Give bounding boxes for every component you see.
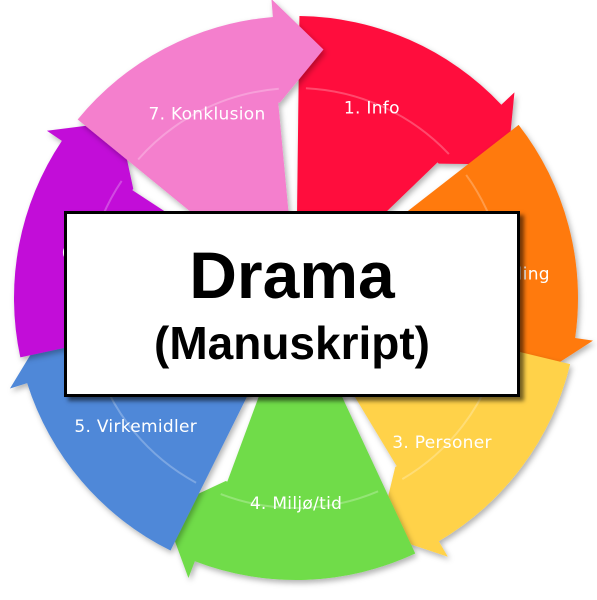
title-main: Drama bbox=[189, 238, 395, 312]
segment-4-arrow bbox=[163, 305, 416, 580]
segment-3-label: 3. Personer bbox=[392, 433, 492, 453]
segment-5-label: 5. Virkemidler bbox=[74, 417, 197, 437]
segment-7-track bbox=[137, 87, 279, 161]
segment-4-track bbox=[220, 490, 379, 509]
segment-1-track bbox=[305, 87, 450, 155]
title-box: Drama (Manuskript) bbox=[64, 211, 520, 397]
segment-4-label: 4. Miljø/tid bbox=[250, 494, 342, 514]
segment-1-label: 1. Info bbox=[344, 99, 400, 119]
title-subtitle: (Manuskript) bbox=[154, 317, 430, 369]
segment-7-label: 7. Konklusion bbox=[148, 104, 265, 124]
